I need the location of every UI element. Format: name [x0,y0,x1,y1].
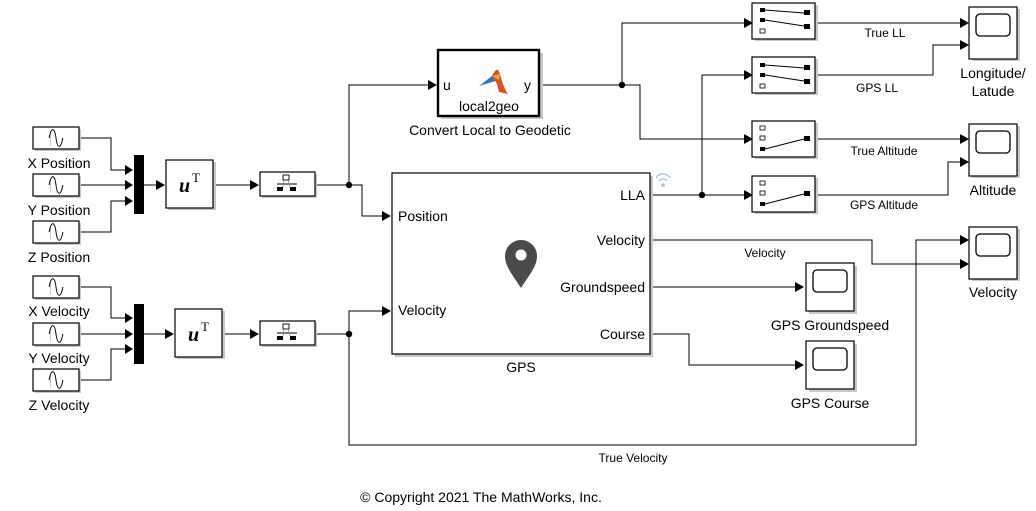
scope-label: GPS Course [791,395,870,411]
gps-caption: GPS [506,359,536,375]
signal-label-true-velocity: True Velocity [599,451,668,465]
source-label: Z Position [28,249,90,265]
local2geo-caption: Convert Local to Geodetic [409,122,571,138]
transpose-superscript: T [201,319,209,334]
signal-label-true-altitude: True Altitude [851,144,918,158]
signal-conversion-block-velocity[interactable] [259,320,317,347]
scope-icon [975,13,1011,37]
local2geo-function-block[interactable]: u y local2geo [436,48,543,119]
gps-input-velocity: Velocity [398,302,446,318]
scope-gps-groundspeed[interactable]: GPS Groundspeed [771,262,889,333]
sine-source-z-velocity[interactable]: Z Velocity [29,368,90,413]
gps-input-position: Position [398,208,448,224]
source-label: Z Velocity [29,397,90,413]
scope-icon [812,269,848,293]
gps-output-velocity: Velocity [597,232,645,248]
sine-source-y-position[interactable]: Y Position [28,173,91,218]
scope-altitude[interactable]: Altitude [968,123,1020,198]
sine-source-y-velocity[interactable]: Y Velocity [28,322,90,366]
scope-label: GPS Groundspeed [771,317,889,333]
source-label: X Velocity [28,303,89,319]
arrowheads [125,18,969,370]
scope-icon [975,130,1011,154]
sine-source-x-velocity[interactable]: X Velocity [28,275,90,319]
transpose-block-position[interactable]: u T [165,159,216,210]
transpose-symbol: u [188,324,199,346]
scope-velocity[interactable]: Velocity [968,226,1020,300]
scope-label: Velocity [969,284,1017,300]
signal-label-gps-ll: GPS LL [856,81,898,95]
network-conversion-icon [277,174,297,191]
transpose-block-velocity[interactable]: u T [174,308,225,359]
gps-output-groundspeed: Groundspeed [560,279,645,295]
selector-gps-ll[interactable] [751,56,818,95]
wireless-icon [655,173,671,187]
sine-source-x-position[interactable]: X Position [27,126,91,171]
map-pin-icon [505,240,537,288]
scope-gps-course[interactable]: GPS Course [791,340,870,411]
signal-conversion-block-position[interactable] [259,171,317,198]
junction-dots [345,81,706,338]
source-label: X Position [27,155,90,171]
matlab-logo-icon [479,69,508,94]
selector-true-ll[interactable] [751,2,818,41]
scope-label-line2: Latude [972,83,1015,99]
scope-label: Altitude [970,182,1017,198]
signal-label-velocity: Velocity [744,246,785,260]
source-label: Y Position [28,202,91,218]
function-name: local2geo [459,98,519,114]
copyright-notice: © Copyright 2021 The MathWorks, Inc. [360,489,602,505]
output-port-y: y [524,77,531,93]
transpose-superscript: T [192,170,200,185]
signal-label-true-ll: True LL [865,26,906,40]
mux-position[interactable] [134,155,144,214]
mux-velocity[interactable] [134,304,144,364]
scope-icon [975,233,1011,257]
scope-label: Longitude/ [960,65,1026,81]
scope-icon [812,347,848,371]
signal-label-gps-altitude: GPS Altitude [850,198,918,212]
selector-true-altitude[interactable] [751,120,818,159]
gps-sensor-block[interactable]: Position Velocity LLA Velocity Groundspe… [391,172,653,357]
network-conversion-icon [277,323,297,340]
signal-lines [80,22,962,446]
source-label: Y Velocity [28,350,89,366]
transpose-symbol: u [179,175,190,197]
gps-output-lla: LLA [620,187,646,203]
sine-source-z-position[interactable]: Z Position [28,220,90,265]
input-port-u: u [443,77,451,93]
gps-output-course: Course [600,326,645,342]
scope-longitude-latitude[interactable]: Longitude/ Latude [960,6,1026,99]
selector-gps-altitude[interactable] [751,175,818,214]
